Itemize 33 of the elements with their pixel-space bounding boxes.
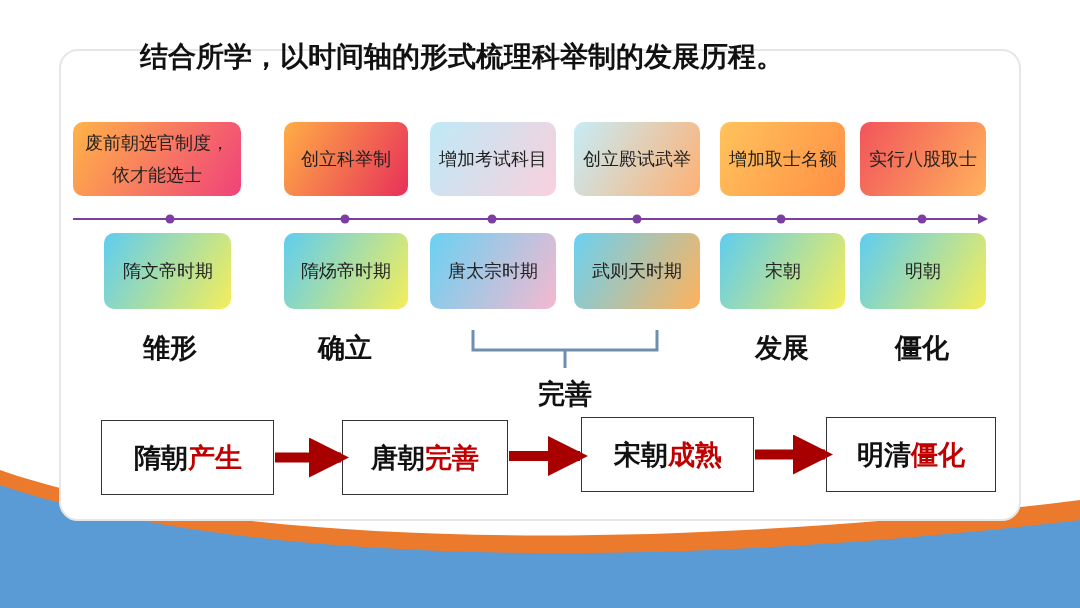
arrow [755,434,833,475]
event-box: 增加取士名额 [720,122,845,196]
stage-label: 发展 [755,331,809,365]
period-box: 隋炀帝时期 [284,233,408,309]
dynasty-label: 宋朝 [613,438,668,471]
period-box: 武则天时期 [574,233,700,309]
stage-label: 僵化 [911,438,965,471]
stage-label: 成熟 [667,438,722,471]
stage-box [581,417,754,492]
stage-label: 雏形 [143,331,197,365]
arrow [509,436,588,476]
event-box: 增加考试科目 [430,122,556,196]
stage-label: 僵化 [895,331,949,365]
stage-label: 完善 [538,377,592,411]
arrow [275,437,349,478]
stage-label: 完善 [425,441,479,474]
stage-box [826,417,996,492]
event-box: 废前朝选官制度，依才能选士 [73,122,241,196]
dynasty-label: 唐朝 [371,441,425,474]
dynasty-label: 明清 [857,438,911,471]
dynasty-label: 隋朝 [133,441,188,474]
period-box: 隋文帝时期 [104,233,231,309]
stage-box [101,420,274,495]
stage-box [342,420,508,495]
period-box: 宋朝 [720,233,845,309]
period-box: 唐太宗时期 [430,233,556,309]
title: 结合所学，以时间轴的形式梳理科举制的发展历程。 [140,39,784,75]
event-box: 创立科举制 [284,122,408,196]
period-box: 明朝 [860,233,986,309]
stage-label: 确立 [318,331,372,365]
stage-label: 产生 [187,441,242,474]
event-box: 创立殿试武举 [574,122,700,196]
event-box: 实行八股取士 [860,122,986,196]
